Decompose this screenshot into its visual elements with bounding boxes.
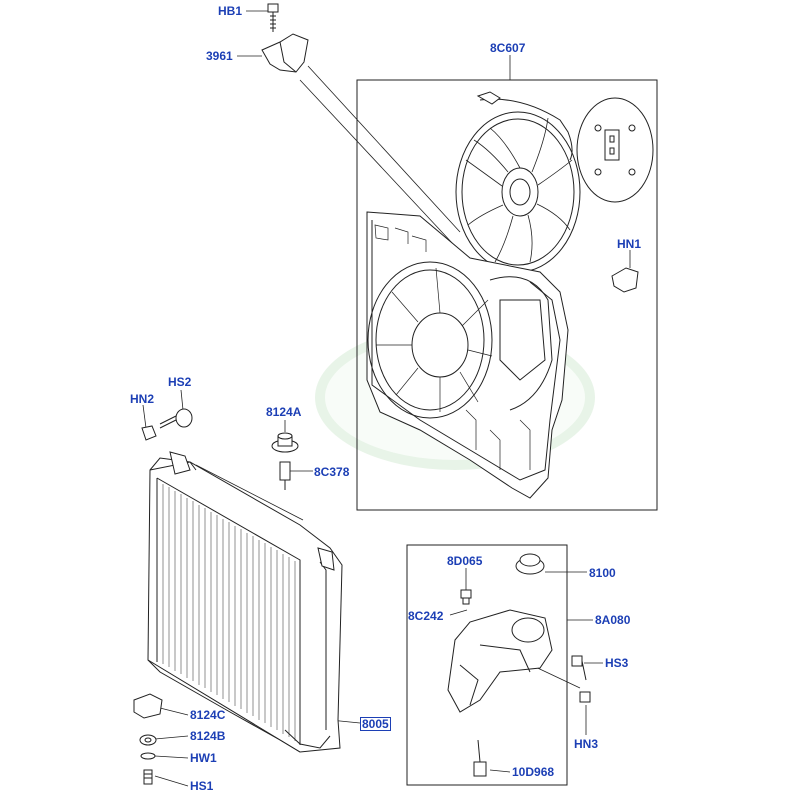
callout-hs3[interactable]: HS3: [605, 656, 629, 670]
cap-8100: [515, 553, 545, 575]
nut-hn3: [579, 691, 591, 703]
reservoir-frame: [406, 544, 568, 786]
bolt-hs1: [143, 769, 153, 785]
bracket-3961: [261, 33, 309, 73]
callout-10d968[interactable]: 10D968: [512, 765, 555, 779]
cooling-fan: [455, 91, 581, 273]
sensor-8d065: [460, 589, 472, 605]
callout-8124b[interactable]: 8124B: [190, 729, 226, 743]
callout-8c242[interactable]: 8C242: [408, 609, 444, 623]
callout-8100[interactable]: 8100: [589, 566, 616, 580]
callout-8c607[interactable]: 8C607: [490, 41, 526, 55]
callout-8124c[interactable]: 8124C: [190, 708, 226, 722]
callout-hn3[interactable]: HN3: [574, 737, 599, 751]
callout-hn1[interactable]: HN1: [617, 237, 642, 251]
callout-8d065[interactable]: 8D065: [447, 554, 483, 568]
washer-hw1: [140, 752, 156, 760]
fan-assembly-frame: [356, 79, 658, 511]
callout-8a080[interactable]: 8A080: [595, 613, 631, 627]
fan-shroud-disc: [576, 97, 654, 203]
bolt-hs2: [159, 408, 193, 429]
callout-hb1[interactable]: HB1: [218, 4, 243, 18]
callout-hs2[interactable]: HS2: [168, 375, 192, 389]
radiator-core-fins: [162, 484, 296, 741]
reservoir-8a080: [447, 609, 553, 713]
bolt-hb1: [267, 3, 279, 32]
callout-8124a[interactable]: 8124A: [266, 405, 302, 419]
bracket-8124c: [133, 693, 163, 719]
sensor-10d968: [473, 739, 487, 777]
fan-cowl: [366, 211, 569, 499]
callout-8c378[interactable]: 8C378: [314, 465, 350, 479]
nut-hn2: [141, 425, 157, 441]
bolt-hs3: [571, 655, 587, 681]
projection-lines: [195, 65, 581, 689]
clip-hn1: [611, 267, 639, 293]
grommet-8124a: [271, 432, 299, 453]
callout-hw1[interactable]: HW1: [190, 751, 217, 765]
pin-8c378: [279, 461, 291, 490]
callout-hs1[interactable]: HS1: [190, 779, 214, 793]
callout-hn2[interactable]: HN2: [130, 392, 155, 406]
washer-8124b: [139, 734, 157, 746]
callout-3961[interactable]: 3961: [206, 49, 233, 63]
radiator: [147, 451, 343, 753]
callout-8005[interactable]: 8005: [360, 717, 391, 731]
